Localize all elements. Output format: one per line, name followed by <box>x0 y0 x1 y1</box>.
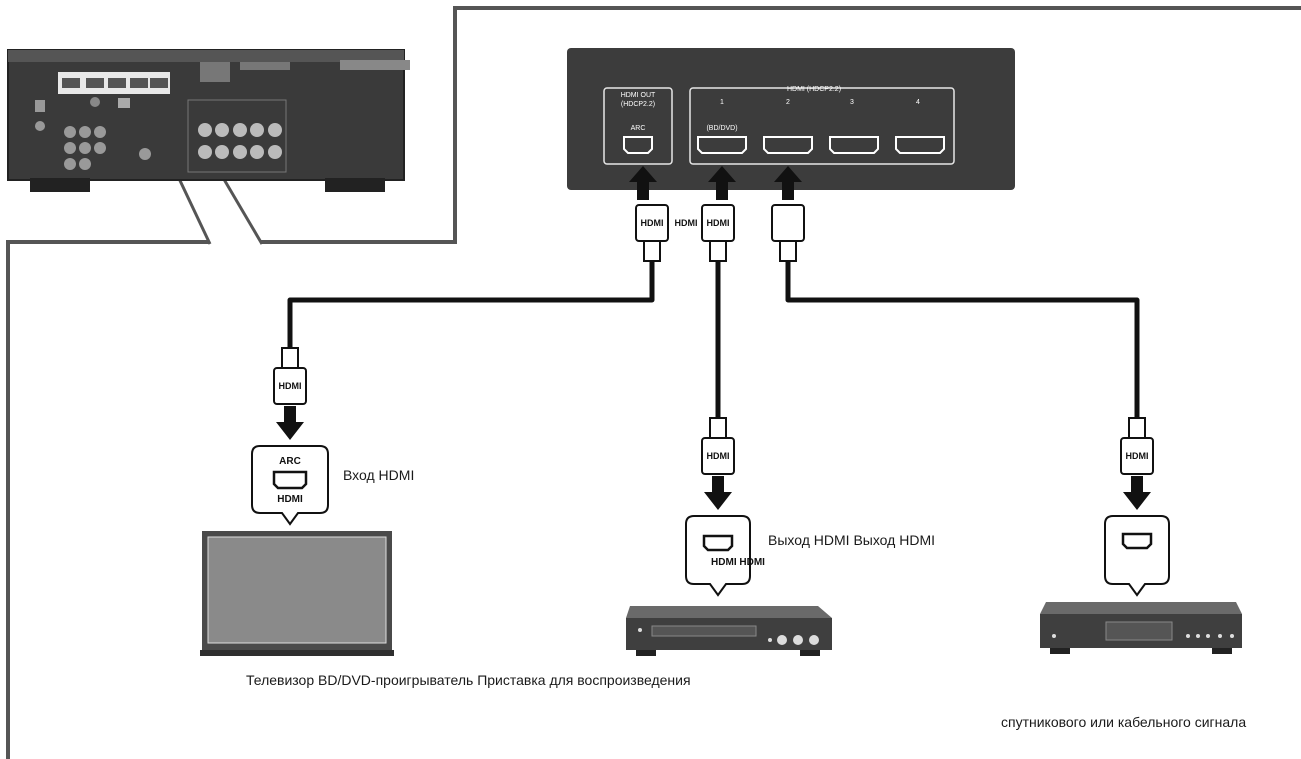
player-plug-label: HDMI <box>707 451 730 461</box>
tv-input-bubble: ARC HDMI <box>251 445 329 526</box>
panel-plugs: HDMI HDMI HDMI <box>635 204 805 262</box>
tv-bubble-hdmi: HDMI <box>277 494 303 505</box>
hdmi-in-label: HDMI (HDCP2.2) <box>787 86 841 93</box>
settop-output-bubble <box>1104 515 1170 597</box>
tv-plug: HDMI <box>273 347 307 440</box>
hdmi-out-arc: ARC <box>631 125 646 132</box>
receiver-rear-thumbnail <box>7 49 410 192</box>
bd-dvd-tag: (BD/DVD) <box>706 125 737 132</box>
hdmi-out-label: HDMI OUT <box>621 92 656 99</box>
hdmi-port-icon <box>272 470 308 490</box>
caption-line-1: Телевизор BD/DVD-проигрыватель Приставка… <box>246 672 691 688</box>
hdmi-port-number-4: 4 <box>916 99 920 106</box>
tv-input-label: Вход HDMI <box>343 467 415 483</box>
player-plug: HDMI <box>701 417 735 510</box>
up-arrows <box>629 166 802 200</box>
plug-label-top-1: HDMI <box>641 218 664 228</box>
receiver-hdmi-panel: HDMI OUT (HDCP2.2) ARC HDMI (HDCP2.2) 1 … <box>567 48 1015 190</box>
tv-device <box>200 531 394 656</box>
player-bubble-hdmi: HDMI HDMI <box>711 557 765 568</box>
hdmi-port-icon <box>1121 532 1153 550</box>
hdmi-port-shapes <box>623 136 945 154</box>
bd-dvd-player-device <box>626 606 832 656</box>
settop-plug: HDMI <box>1120 417 1154 510</box>
hdmi-cables <box>287 262 1140 420</box>
caption-line-2: спутникового или кабельного сигнала <box>1001 714 1247 730</box>
tv-bubble-arc: ARC <box>279 456 301 467</box>
settop-plug-label: HDMI <box>1126 451 1149 461</box>
player-output-bubble: HDMI HDMI <box>685 515 765 597</box>
hdmi-out-sub: (HDCP2.2) <box>621 101 655 108</box>
settop-box-device <box>1040 602 1242 654</box>
zoom-callout-frame <box>6 6 1301 759</box>
hdmi-port-number-3: 3 <box>850 99 854 106</box>
plug-label-top-3: HDMI <box>707 218 730 228</box>
hdmi-port-number-2: 2 <box>786 99 790 106</box>
tv-plug-label: HDMI <box>279 381 302 391</box>
plug-label-top-2: HDMI <box>675 218 698 228</box>
hdmi-port-number-1: 1 <box>720 99 724 106</box>
hdmi-port-icon <box>702 534 734 552</box>
player-output-label: Выход HDMI Выход HDMI <box>768 532 935 548</box>
